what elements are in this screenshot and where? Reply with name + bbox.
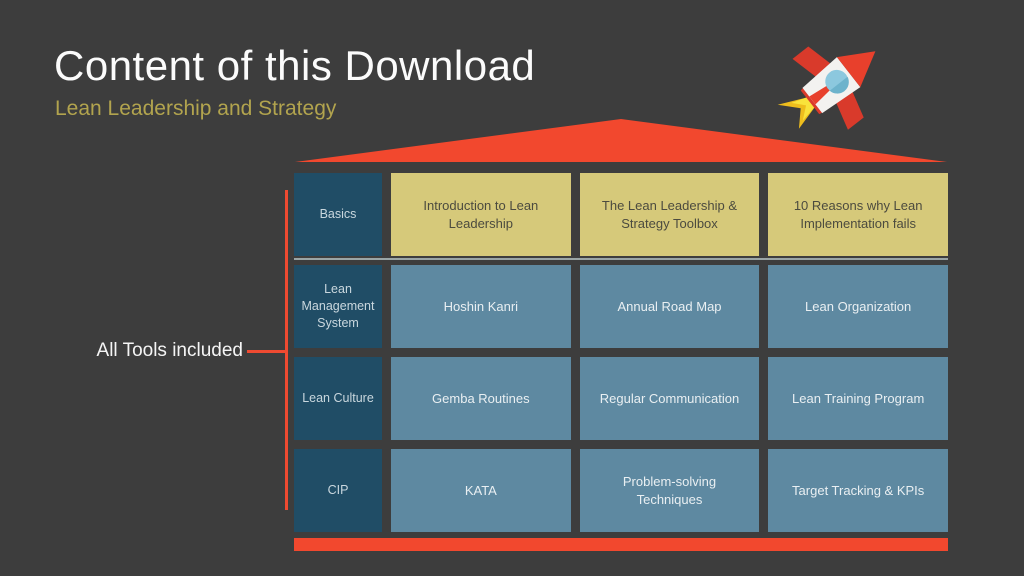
callout-label: All Tools included [96, 340, 243, 361]
matrix-cell: Annual Road Map [579, 265, 760, 348]
row-header-basics: Basics [294, 173, 382, 256]
matrix-cell: The Lean Leadership & Strategy Toolbox [579, 173, 760, 256]
row-separator-line [294, 258, 948, 260]
page-title: Content of this Download [54, 42, 536, 89]
row-header-lean-culture: Lean Culture [294, 357, 382, 440]
matrix-cell: Introduction to Lean Leadership [391, 173, 571, 256]
matrix-cell: Lean Training Program [768, 357, 948, 440]
matrix-cell: Regular Communication [579, 357, 760, 440]
content-matrix: Basics Introduction to Lean Leadership T… [294, 173, 948, 532]
page-subtitle: Lean Leadership and Strategy [55, 97, 337, 120]
matrix-cell: Problem-solving Techniques [579, 449, 760, 532]
matrix-cell: KATA [391, 449, 571, 532]
matrix-cell: Hoshin Kanri [391, 265, 571, 348]
rocket-icon [777, 46, 876, 130]
row-header-cip: CIP [294, 449, 382, 532]
matrix-cell: Gemba Routines [391, 357, 571, 440]
matrix-cell: Lean Organization [768, 265, 948, 348]
row-header-lean-management-system: Lean Management System [294, 265, 382, 348]
matrix-cell: 10 Reasons why Lean Implementation fails [768, 173, 948, 256]
roof-triangle [295, 119, 947, 162]
matrix-cell: Target Tracking & KPIs [768, 449, 948, 532]
callout-connector-line [247, 350, 288, 353]
bottom-accent-bar [294, 538, 948, 551]
